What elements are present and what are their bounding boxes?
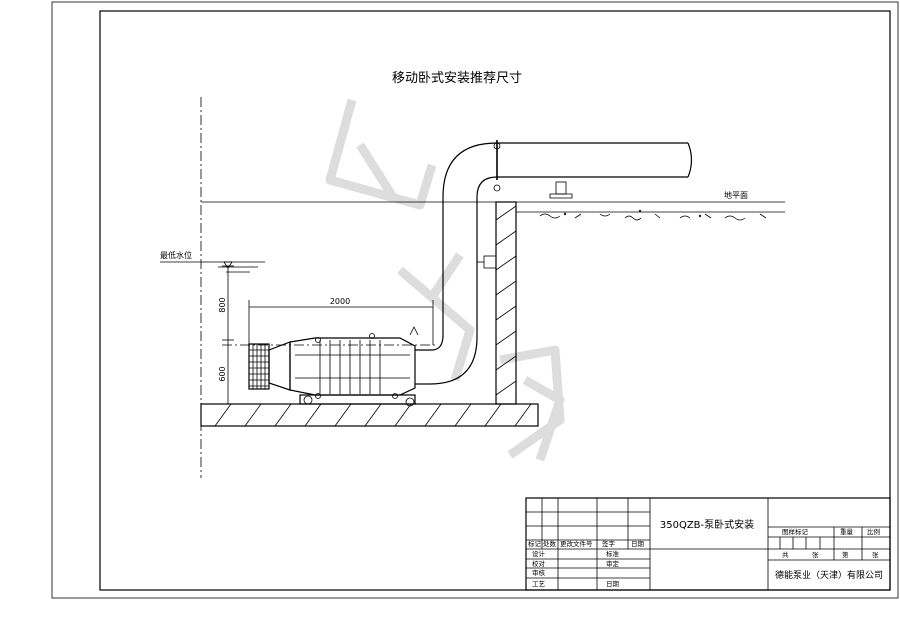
pump-body [289,337,416,396]
ground-soil-hatch [539,209,767,221]
sign-role-date: 日期 [606,580,620,588]
sheet-unit-label-1: 张 [812,550,819,559]
scale-label: 比例 [867,527,880,536]
pump-skid [299,394,416,405]
sheet-unit-label-2: 张 [872,550,879,559]
inlet-bell [268,341,291,391]
sample-mark-label: 图样标记 [782,527,809,536]
sign-role-review: 审核 [532,568,546,577]
dim-600-label: 600 [218,366,227,381]
pump-flange-bolt-3 [315,393,321,399]
title-block [525,497,891,591]
intake-screen-mesh [249,344,269,389]
dim-2000-label: 2000 [330,297,350,306]
pump-flange-bolt-1 [315,337,321,343]
drawing-title: 移动卧式安装推荐尺寸 [392,71,522,86]
sign-role-approve: 审定 [606,559,620,568]
sheet-total-label: 共 [782,550,789,559]
rev-header-file: 更改文件号 [560,539,593,548]
sign-role-process: 工艺 [532,580,546,588]
ground-label: 地平面 [724,190,748,200]
rev-header-mark: 标记 [528,539,542,548]
skid-foot-left [303,395,313,405]
pit-right-wall [495,201,517,405]
pit-floor-hatch [214,403,532,427]
outer-border [51,1,899,599]
discharge-pipe [415,142,693,385]
pump-flange-bolt-4 [392,393,398,399]
watermark-logo [325,98,565,462]
riser-wall-clamp [477,255,497,269]
flange-bolt-top [493,142,501,150]
inner-frame [99,10,891,591]
rev-header-count: 处数 [543,539,557,548]
sheet-number-label: 第 [842,550,849,559]
drawing-name: 350QZB-泵卧式安装 [660,518,754,531]
min-water-label: 最低水位 [160,250,192,260]
sign-role-check: 校对 [532,559,546,568]
pit-wall-hatch [495,205,517,396]
pump-flange-bolt-2 [369,333,375,339]
intake-screen [248,343,270,390]
rev-header-sign: 签字 [602,539,616,548]
dim-800-label: 800 [218,297,227,312]
pump-assembly [248,326,419,407]
pipe-support [549,181,573,199]
company-name: 德能泵业（天津）有限公司 [775,569,883,581]
water-level-marker [223,261,233,269]
flange-bolt-bottom [493,184,501,192]
pump-body-ribs [295,340,410,394]
skid-foot-right [405,397,415,407]
weight-label: 重量 [840,528,854,536]
rev-header-date: 日期 [631,540,645,548]
sign-role-standard: 标准 [606,549,620,558]
lifting-lug [409,326,419,336]
sign-role-design: 设计 [532,549,546,558]
